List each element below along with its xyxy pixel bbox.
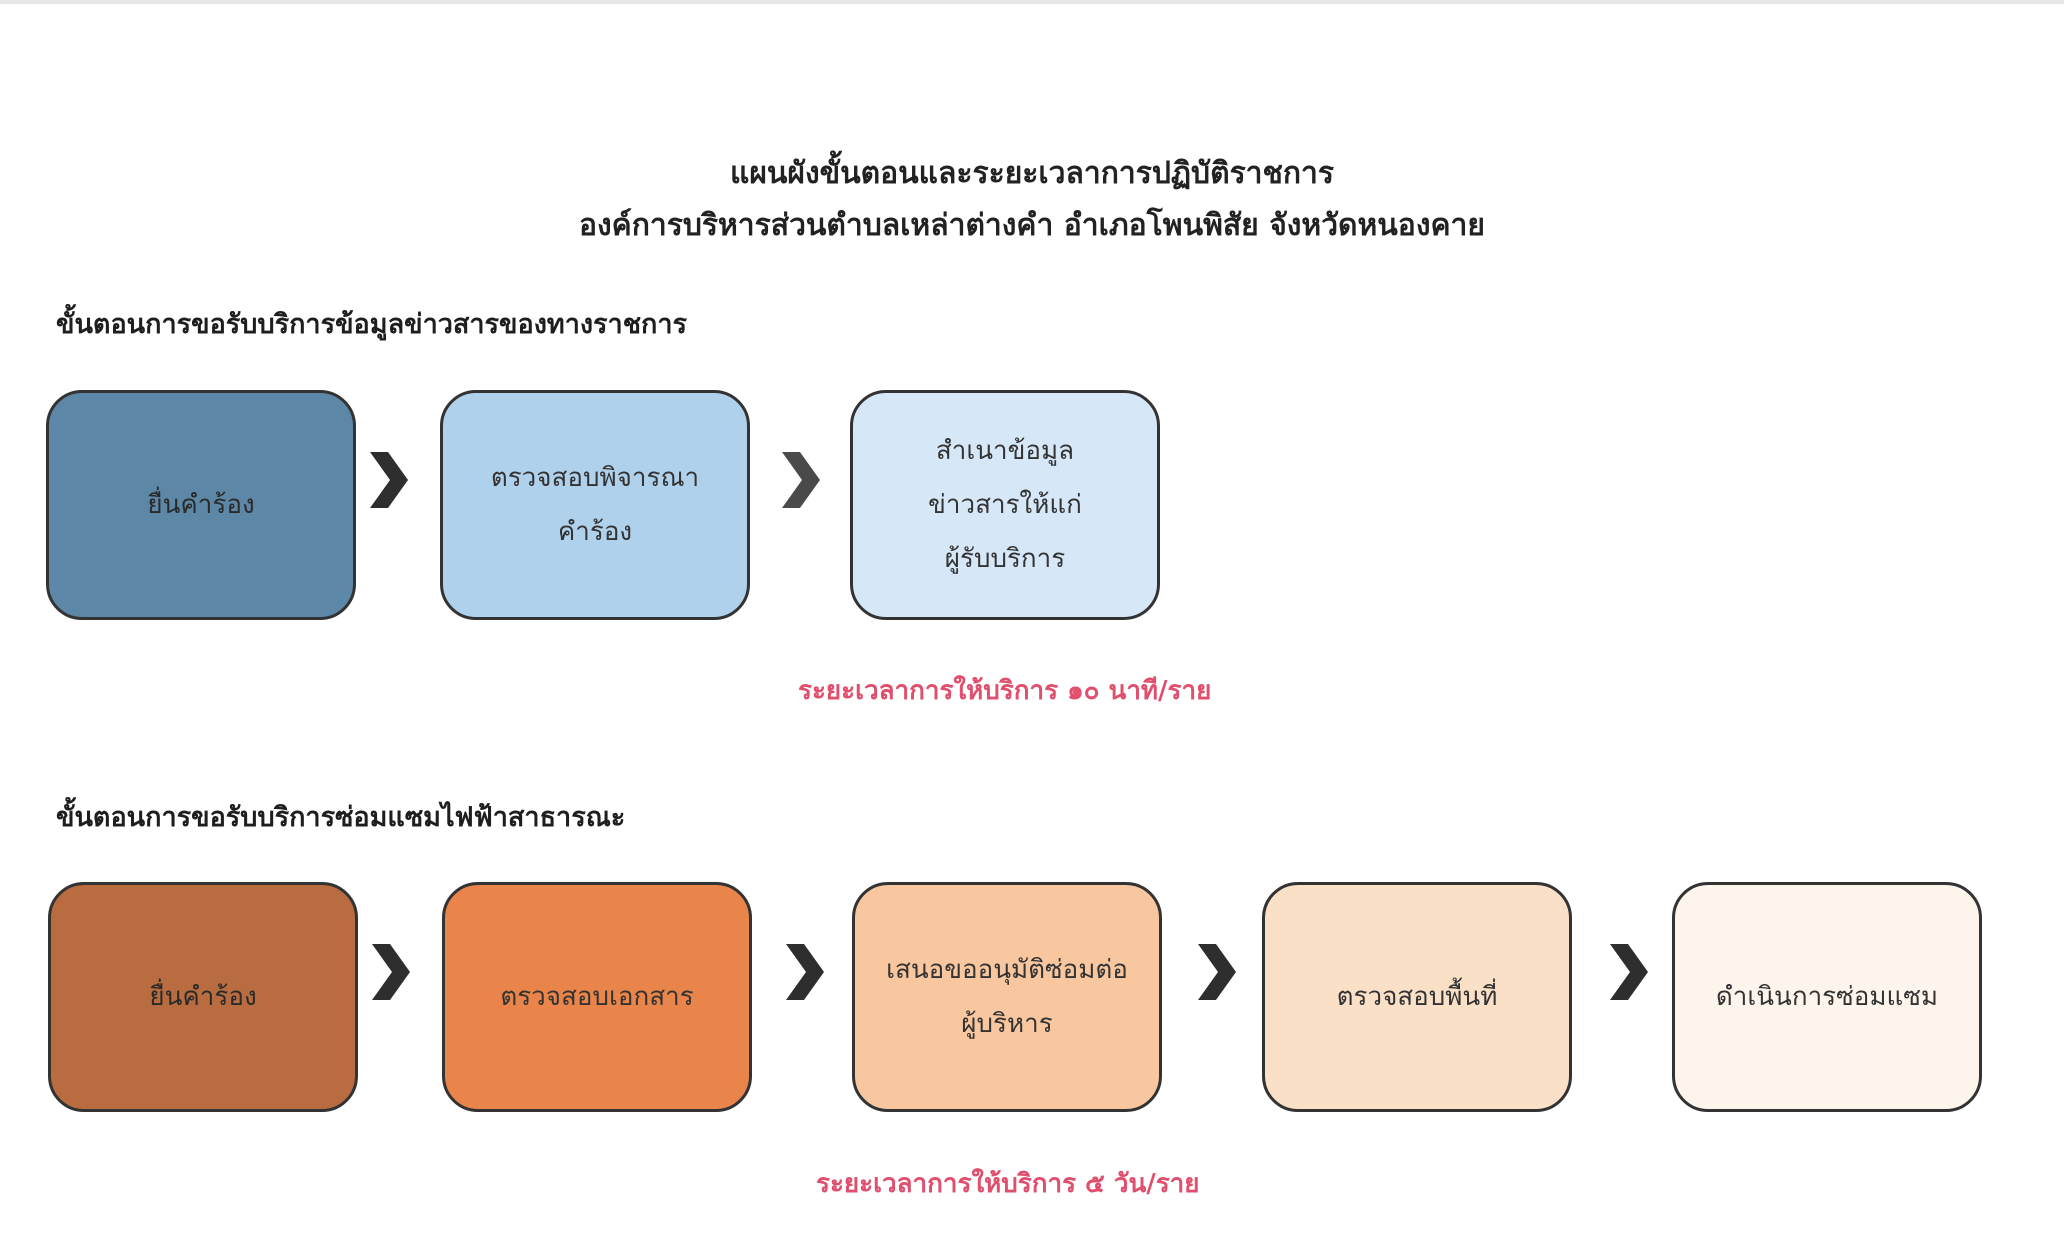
process-2-step-5-label: ดำเนินการซ่อมแซม (1715, 982, 1939, 1012)
process-1-step-2: ตรวจสอบพิจารณา คำร้อง (440, 390, 750, 620)
process-2-duration: ระยะเวลาการให้บริการ ๕ วัน/ราย (816, 1169, 1200, 1199)
process-2-step-5: ดำเนินการซ่อมแซม (1672, 882, 1982, 1112)
process-1-duration: ระยะเวลาการให้บริการ ๑๐ นาที/ราย (798, 676, 1212, 706)
process-1-step-1-label: ยื่นคำร้อง (147, 490, 255, 520)
process-1-heading: ขั้นตอนการขอรับบริการข้อมูลข่าวสารของทาง… (56, 309, 688, 340)
chevron-right-icon (1194, 942, 1238, 1002)
process-2-step-2-label: ตรวจสอบเอกสาร (500, 982, 694, 1012)
process-2-step-2: ตรวจสอบเอกสาร (442, 882, 752, 1112)
chevron-right-icon (366, 450, 410, 510)
page-subtitle: องค์การบริหารส่วนตำบลเหล่าต่างคำ อำเภอโพ… (579, 208, 1485, 243)
page-title: แผนผังขั้นตอนและระยะเวลาการปฏิบัติราชการ (729, 156, 1335, 191)
chevron-right-icon (1606, 942, 1650, 1002)
process-2-step-3: เสนอขออนุมัติซ่อมต่อ ผู้บริหาร (852, 882, 1162, 1112)
chevron-right-icon (778, 450, 822, 510)
chevron-right-icon (782, 942, 826, 1002)
process-2-step-3-label: เสนอขออนุมัติซ่อมต่อ ผู้บริหาร (886, 955, 1128, 1039)
process-2-heading: ขั้นตอนการขอรับบริการซ่อมแซมไฟฟ้าสาธารณะ (56, 802, 626, 833)
scan-edge (0, 0, 2064, 4)
process-1-step-3: สำเนาข้อมูล ข่าวสารให้แก่ ผู้รับบริการ (850, 390, 1160, 620)
process-1-step-3-label: สำเนาข้อมูล ข่าวสารให้แก่ ผู้รับบริการ (928, 436, 1082, 574)
chevron-right-icon (368, 942, 412, 1002)
process-1-step-2-label: ตรวจสอบพิจารณา คำร้อง (490, 463, 700, 547)
process-2-step-1-label: ยื่นคำร้อง (149, 982, 257, 1012)
process-2-step-4-label: ตรวจสอบพื้นที่ (1336, 982, 1498, 1012)
process-2-step-1: ยื่นคำร้อง (48, 882, 358, 1112)
process-1-step-1: ยื่นคำร้อง (46, 390, 356, 620)
process-2-step-4: ตรวจสอบพื้นที่ (1262, 882, 1572, 1112)
